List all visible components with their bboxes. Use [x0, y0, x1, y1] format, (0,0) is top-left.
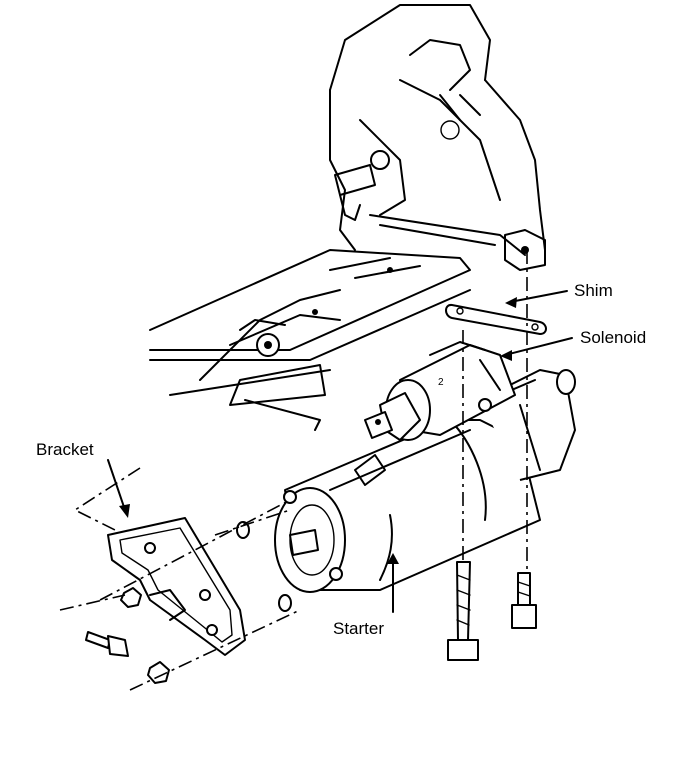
solenoid: 2 — [364, 341, 516, 441]
leader-arrows — [107, 290, 573, 613]
solenoid-label: Solenoid — [580, 328, 647, 347]
alignment-lines — [59, 250, 528, 691]
svg-text:2: 2 — [438, 377, 444, 388]
bracket — [107, 517, 246, 656]
shim-label: Shim — [574, 281, 613, 300]
bracket-label: Bracket — [36, 440, 94, 459]
starter-motor — [274, 419, 541, 593]
starter-label: Starter — [333, 619, 385, 638]
shim — [445, 303, 547, 335]
engine-housing — [329, 4, 546, 271]
fasteners — [85, 521, 537, 684]
frame-rail — [149, 249, 471, 431]
